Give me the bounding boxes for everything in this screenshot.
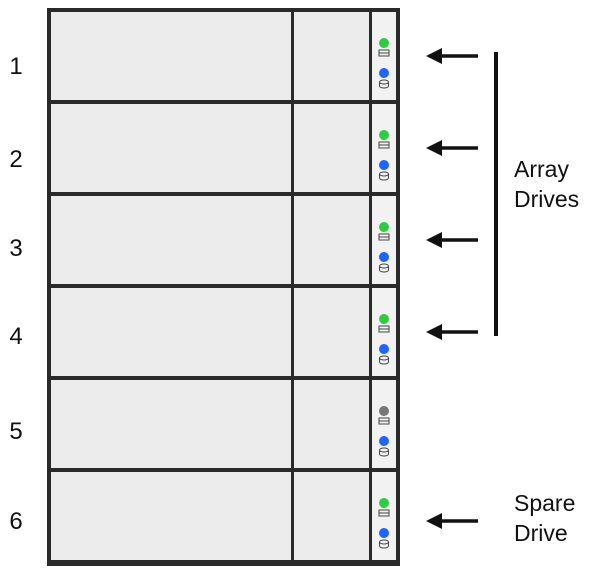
- drive-bay-3[interactable]: [51, 196, 396, 284]
- drive-bay-1[interactable]: [51, 12, 396, 100]
- led-panel: [372, 380, 396, 468]
- drive-activity-icon: [378, 233, 390, 241]
- drive-bay-front: [51, 196, 294, 284]
- led-panel: [372, 104, 396, 192]
- slot-number-6: 6: [9, 508, 23, 535]
- drive-activity-icon: [378, 325, 390, 333]
- left-arrow-icon: [426, 140, 478, 156]
- drive-activity-icon: [378, 417, 390, 425]
- drive-status-icon: [379, 539, 389, 549]
- drive-bay-front: [51, 288, 294, 376]
- left-arrow-icon: [426, 324, 478, 340]
- activity-led: [379, 38, 389, 48]
- drive-bay-front: [51, 472, 294, 560]
- array-label-line2: Drives: [514, 186, 580, 212]
- led-panel: [372, 12, 396, 100]
- drive-bay-handle: [294, 472, 372, 560]
- drive-enclosure: [47, 8, 400, 566]
- drive-bay-6[interactable]: [51, 472, 396, 560]
- drive-bay-front: [51, 12, 294, 100]
- activity-led: [379, 314, 389, 324]
- status-led: [379, 68, 389, 78]
- slot-number-5: 5: [9, 418, 23, 445]
- status-led: [379, 528, 389, 538]
- drive-status-icon: [379, 355, 389, 365]
- array-label-line1: Array: [514, 156, 569, 182]
- led-panel: [372, 472, 396, 560]
- slot-number-3: 3: [9, 235, 23, 262]
- drive-status-icon: [379, 447, 389, 457]
- slot-number-4: 4: [9, 323, 23, 350]
- drive-activity-icon: [378, 509, 390, 517]
- drive-status-icon: [379, 171, 389, 181]
- spare-label-line1: Spare: [514, 490, 576, 516]
- array-bracket: [494, 52, 498, 336]
- drive-bay-front: [51, 104, 294, 192]
- led-panel: [372, 196, 396, 284]
- drive-bay-handle: [294, 104, 372, 192]
- drive-bay-handle: [294, 380, 372, 468]
- drive-bay-4[interactable]: [51, 288, 396, 376]
- drive-bay-handle: [294, 12, 372, 100]
- drive-bay-handle: [294, 288, 372, 376]
- status-led: [379, 436, 389, 446]
- drive-status-icon: [379, 79, 389, 89]
- drive-bay-handle: [294, 196, 372, 284]
- drive-activity-icon: [378, 49, 390, 57]
- led-panel: [372, 288, 396, 376]
- drive-activity-icon: [378, 141, 390, 149]
- left-arrow-icon: [426, 513, 478, 529]
- status-led: [379, 252, 389, 262]
- spare-label-line2: Drive: [514, 520, 568, 546]
- slot-number-1: 1: [9, 53, 23, 80]
- activity-led: [379, 130, 389, 140]
- drive-bay-2[interactable]: [51, 104, 396, 192]
- status-led: [379, 344, 389, 354]
- status-led: [379, 160, 389, 170]
- left-arrow-icon: [426, 232, 478, 248]
- spare-drive-label: Spare Drive: [514, 488, 575, 548]
- drive-bay-5[interactable]: [51, 380, 396, 468]
- activity-led: [379, 498, 389, 508]
- activity-led: [379, 406, 389, 416]
- drive-bay-front: [51, 380, 294, 468]
- drive-status-icon: [379, 263, 389, 273]
- left-arrow-icon: [426, 48, 478, 64]
- activity-led: [379, 222, 389, 232]
- slot-number-2: 2: [9, 146, 23, 173]
- array-drives-label: Array Drives: [514, 154, 579, 214]
